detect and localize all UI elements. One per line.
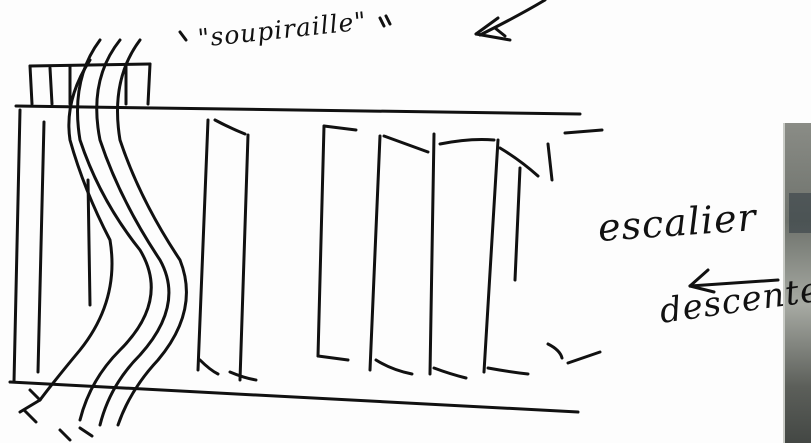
arrow-pointer-icon	[476, 0, 545, 40]
left-column-lines	[38, 122, 90, 372]
stair-outline	[10, 106, 580, 412]
soupiraille-box	[30, 64, 150, 104]
stair-steps	[198, 120, 602, 380]
airflow-arrows-icon	[20, 40, 186, 440]
